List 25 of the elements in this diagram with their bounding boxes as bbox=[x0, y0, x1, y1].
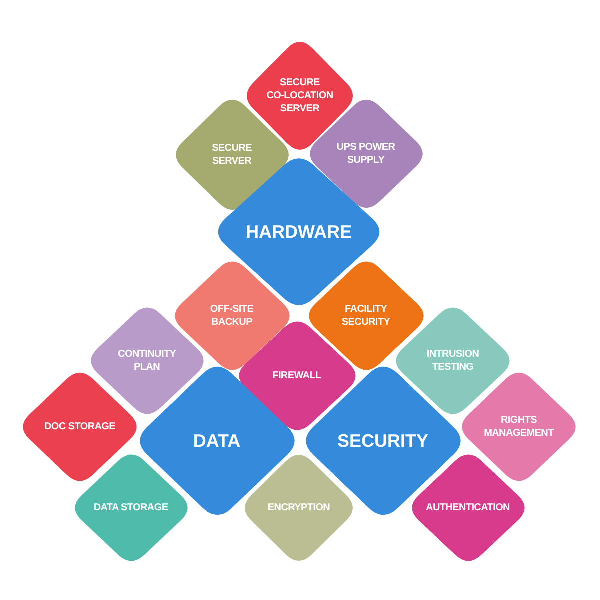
topic-diamond bbox=[462, 373, 576, 481]
topic-label: AUTHENTICATION bbox=[426, 502, 510, 514]
topic-diamond bbox=[308, 262, 424, 370]
topic-label: DATA STORAGE bbox=[94, 502, 168, 514]
topic-diamond bbox=[74, 455, 188, 561]
topic-label: INTRUSION TESTING bbox=[426, 348, 480, 374]
topic-label: UPS POWER SUPPLY bbox=[336, 141, 396, 167]
topic-diamond bbox=[174, 262, 290, 370]
topic-label: FACILITY SECURITY bbox=[342, 303, 390, 329]
topic-diamond bbox=[245, 455, 353, 561]
topic-label: SECURE CO-LOCATION SERVER bbox=[266, 76, 334, 116]
topic-label: FIREWALL bbox=[272, 370, 322, 382]
topic-diamond bbox=[412, 455, 524, 561]
topic-label: DOC STORAGE bbox=[44, 420, 116, 434]
topic-diamond bbox=[23, 373, 137, 481]
topic-label: SECURE SERVER bbox=[212, 142, 252, 168]
topic-label: OFF-SITE BACKUP bbox=[210, 303, 254, 329]
category-label: SECURITY bbox=[338, 431, 428, 451]
category-label: HARDWARE bbox=[246, 222, 352, 242]
topic-diamond bbox=[90, 308, 204, 414]
topic-label: CONTINUITY PLAN bbox=[118, 348, 176, 374]
topic-label: ENCRYPTION bbox=[268, 502, 330, 514]
category-label: DATA bbox=[193, 431, 241, 451]
topic-label: RIGHTS MANAGEMENT bbox=[484, 414, 554, 440]
topic-diamond bbox=[396, 308, 510, 414]
